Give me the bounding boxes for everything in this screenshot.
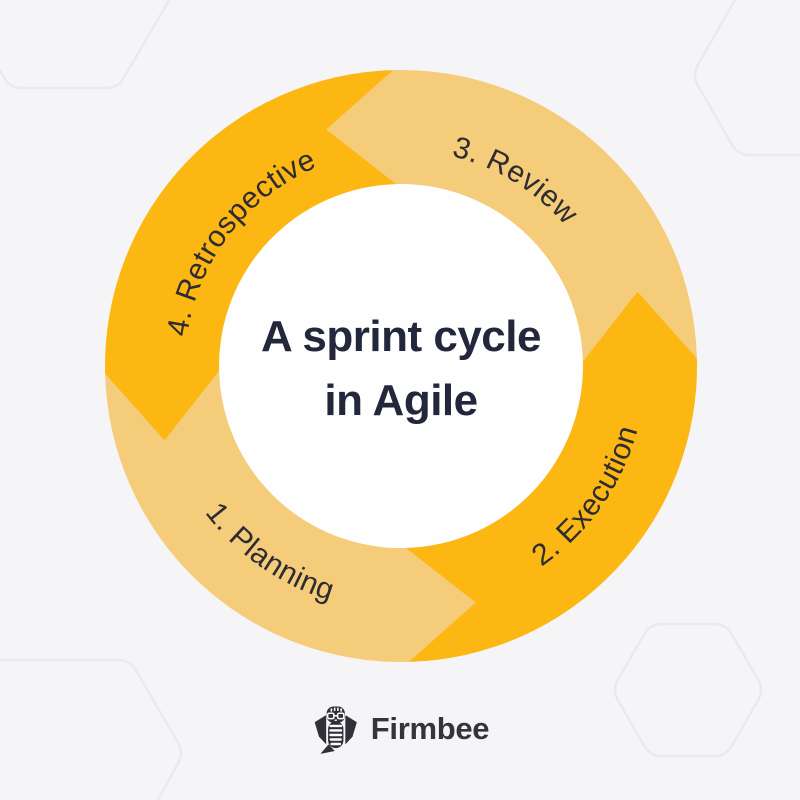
bee-icon xyxy=(314,706,357,754)
cycle-inner-circle xyxy=(219,184,583,548)
brand-name: Firmbee xyxy=(370,711,490,746)
firmbee-logo: Firmbee xyxy=(313,703,490,755)
segment-execution xyxy=(405,291,698,662)
hexagon-decoration-bottom-right xyxy=(613,622,763,758)
title-line-1: A sprint cycle xyxy=(261,312,541,361)
diagram-title: A sprint cycle in Agile xyxy=(261,305,541,433)
title-line-2: in Agile xyxy=(324,376,478,425)
bee-glasses xyxy=(326,712,345,720)
hexagon-decoration-top-right xyxy=(693,0,800,157)
segment-review xyxy=(326,69,697,362)
hexagon-decoration-bottom-left xyxy=(0,658,183,800)
segment-retrospective xyxy=(104,70,397,441)
segment-planning xyxy=(105,370,476,663)
hexagon-decoration-top-left xyxy=(0,0,171,90)
